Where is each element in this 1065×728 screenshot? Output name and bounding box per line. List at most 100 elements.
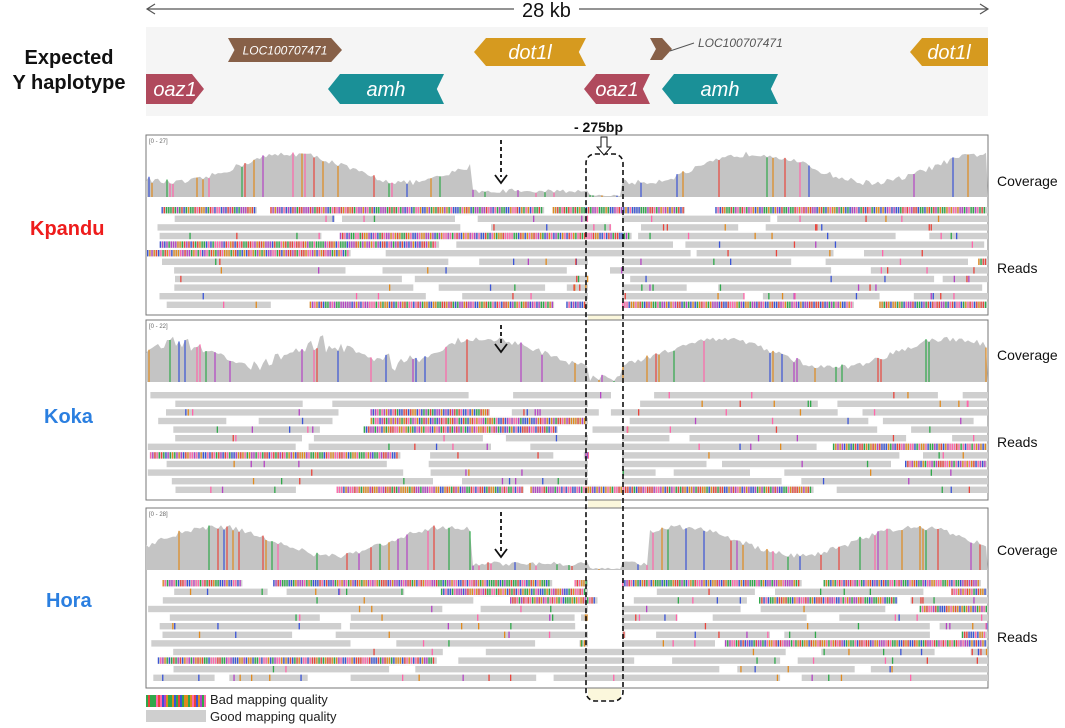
- read-mismatch: [913, 460, 916, 468]
- read-mismatch: [664, 207, 667, 214]
- read-mismatch: [729, 580, 732, 587]
- read-mismatch: [172, 207, 174, 214]
- read-mismatch: [600, 486, 603, 493]
- read-mismatch: [946, 207, 948, 214]
- read-mismatch: [546, 224, 548, 231]
- read-mismatch: [325, 215, 327, 222]
- read-mismatch: [927, 443, 929, 450]
- read-mismatch: [482, 588, 484, 595]
- read-mismatch: [614, 232, 617, 240]
- read-mismatch: [790, 207, 792, 214]
- read-mismatch: [619, 232, 621, 240]
- read-mismatch: [200, 452, 202, 459]
- read-mismatch: [928, 605, 930, 613]
- gene-annotations: oaz1LOC100707471amhdot1loaz1LOC100707471…: [146, 36, 988, 104]
- read-mismatch: [845, 580, 847, 587]
- read-mismatch: [662, 486, 664, 493]
- read-mismatch: [451, 409, 454, 416]
- read-mismatch: [305, 657, 307, 664]
- read-mismatch: [613, 674, 615, 681]
- read-mismatch: [560, 597, 562, 604]
- read-mismatch: [599, 232, 601, 240]
- read-mismatch: [416, 232, 419, 240]
- read-mismatch: [920, 648, 923, 656]
- read-mismatch: [409, 426, 412, 433]
- read-mismatch: [499, 580, 502, 587]
- read-mismatch: [568, 301, 570, 308]
- read-mismatch: [478, 232, 480, 240]
- read-mismatch: [344, 232, 346, 240]
- read-mismatch: [440, 486, 442, 493]
- read-mismatch: [727, 301, 729, 308]
- read-mismatch: [739, 207, 741, 214]
- read-mismatch: [952, 207, 955, 214]
- read-mismatch: [508, 631, 510, 638]
- read-mismatch: [570, 417, 573, 425]
- read-mismatch: [366, 232, 368, 240]
- read-mismatch: [876, 640, 878, 647]
- read-mismatch: [377, 409, 379, 416]
- read-mismatch: [682, 207, 684, 214]
- read-mismatch: [527, 258, 529, 265]
- read-mismatch: [768, 293, 770, 300]
- read-mismatch: [729, 301, 732, 308]
- read-mismatch: [962, 640, 964, 647]
- read-mismatch: [309, 207, 312, 214]
- read-mismatch: [364, 657, 366, 664]
- read-mismatch: [384, 657, 386, 664]
- read-mismatch: [765, 486, 768, 493]
- read-mismatch: [501, 486, 503, 493]
- read-mismatch: [248, 657, 250, 664]
- read-mismatch: [938, 460, 940, 468]
- read-mismatch: [456, 588, 458, 595]
- read-mismatch: [837, 443, 839, 450]
- read-mismatch: [487, 417, 489, 425]
- read-mismatch: [749, 301, 751, 308]
- read-mismatch: [458, 426, 460, 433]
- read-mismatch: [642, 207, 645, 214]
- read-bad-quality: [905, 460, 988, 468]
- read-mismatch: [738, 301, 740, 308]
- read-mismatch: [639, 301, 641, 308]
- read-mismatch: [371, 605, 373, 613]
- read-mismatch: [367, 486, 369, 493]
- read-mismatch: [330, 580, 332, 587]
- read-mismatch: [409, 486, 411, 493]
- read-mismatch: [748, 486, 750, 493]
- read-mismatch: [176, 207, 179, 214]
- read-mismatch: [577, 417, 579, 425]
- read-mismatch: [439, 301, 441, 308]
- read-mismatch: [829, 250, 831, 257]
- read-mismatch: [547, 301, 549, 308]
- read-mismatch: [884, 597, 886, 604]
- read-mismatch: [854, 580, 856, 587]
- read-mismatch: [671, 207, 673, 214]
- read-mismatch: [239, 657, 241, 664]
- read-mismatch: [399, 241, 401, 248]
- read-mismatch: [392, 417, 394, 425]
- read-mismatch: [730, 207, 732, 214]
- read-mismatch: [470, 486, 473, 493]
- read-mismatch: [752, 648, 755, 656]
- read-mismatch: [250, 657, 252, 664]
- read-mismatch: [581, 301, 583, 308]
- read-mismatch: [373, 301, 375, 308]
- legend-bad-stripe: [150, 695, 152, 707]
- read-mismatch: [834, 207, 836, 214]
- read-mismatch: [873, 597, 875, 604]
- read-mismatch: [851, 207, 853, 214]
- read-mismatch: [612, 207, 614, 214]
- read-mismatch: [169, 250, 171, 257]
- read-mismatch: [182, 452, 185, 459]
- read-mismatch: [357, 232, 359, 240]
- read-mismatch: [713, 486, 715, 493]
- read-mismatch: [401, 232, 403, 240]
- read-mismatch: [204, 250, 206, 257]
- read-mismatch: [375, 241, 377, 248]
- read-mismatch: [339, 588, 341, 595]
- read-mismatch: [767, 580, 769, 587]
- read-mismatch: [610, 232, 612, 240]
- read-mismatch: [232, 241, 234, 248]
- read-mismatch: [244, 452, 246, 459]
- read-mismatch: [363, 486, 365, 493]
